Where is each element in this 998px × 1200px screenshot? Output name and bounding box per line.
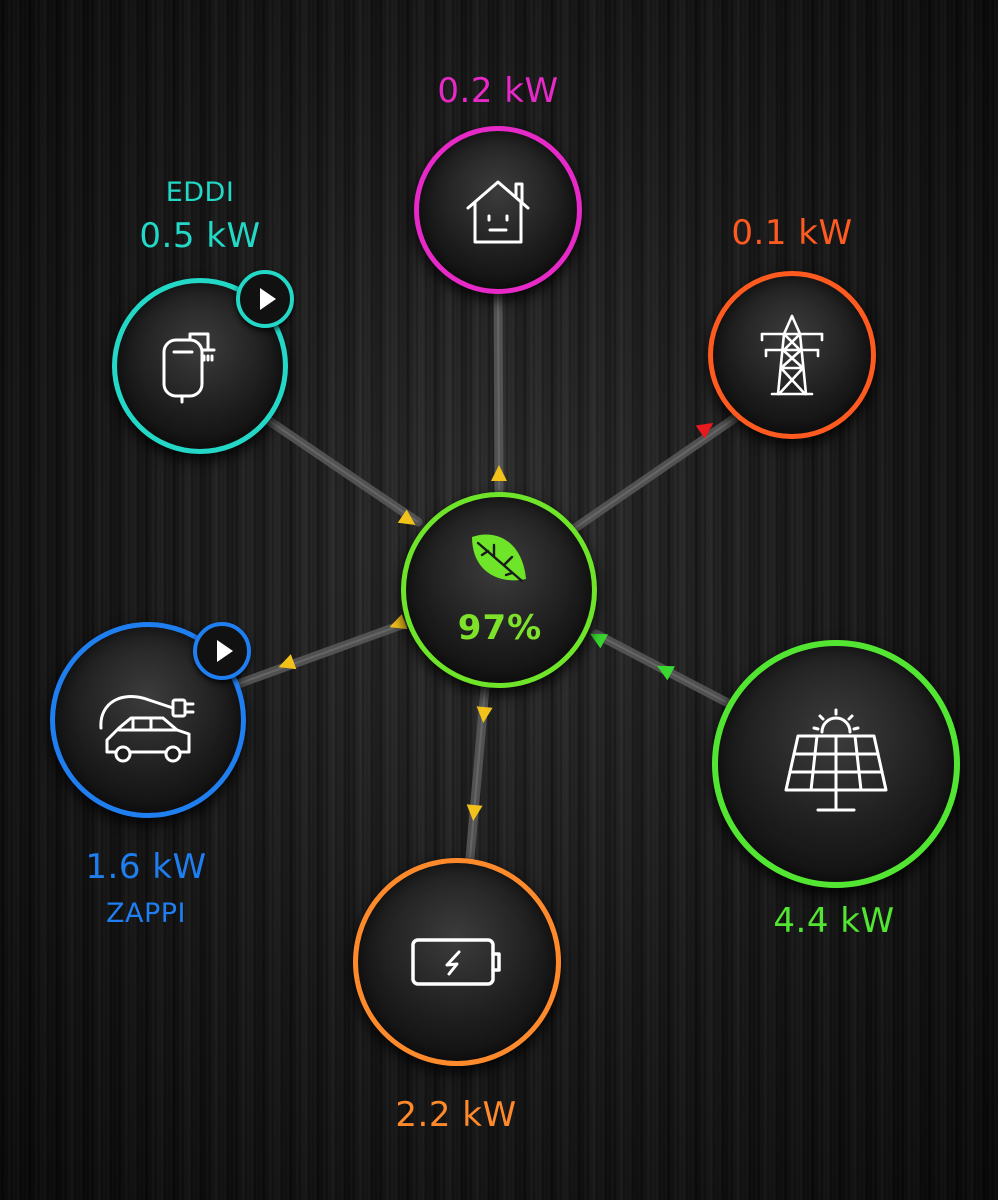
solar-power-label: 4.4 kW xyxy=(773,901,895,941)
flow-arrow-battery-1 xyxy=(476,706,493,723)
play-icon xyxy=(216,640,233,662)
grid-node[interactable] xyxy=(708,271,876,439)
water-heater-icon xyxy=(162,332,216,404)
house-power-label: 0.2 kW xyxy=(437,71,559,111)
play-icon xyxy=(259,288,276,310)
flow-arrow-solar-1 xyxy=(657,665,675,681)
eddi-power-label: 0.5 kW xyxy=(139,216,261,256)
green-percent-value: 97% xyxy=(457,608,543,648)
center-node[interactable] xyxy=(401,492,597,688)
zappi-play-button[interactable] xyxy=(193,622,251,680)
flow-arrow-zappi-2 xyxy=(278,654,297,670)
eddi-play-button[interactable] xyxy=(236,270,294,328)
zappi-name-label: ZAPPI xyxy=(106,898,186,929)
flow-arrow-solar-2 xyxy=(590,633,608,649)
house-icon xyxy=(466,180,530,244)
battery-power-label: 2.2 kW xyxy=(395,1095,517,1135)
flow-arrow-eddi xyxy=(397,509,416,526)
eddi-name-label: EDDI xyxy=(165,177,235,208)
zappi-power-label: 1.6 kW xyxy=(85,847,207,887)
battery-icon xyxy=(411,938,501,986)
solar-panel-icon xyxy=(784,708,888,812)
flow-arrow-zappi-1 xyxy=(389,614,408,630)
pylon-icon xyxy=(760,314,824,396)
flow-arrow-battery-2 xyxy=(466,804,483,821)
zappi-node[interactable] xyxy=(50,622,246,818)
flow-arrow-house xyxy=(491,465,507,481)
leaf-icon xyxy=(472,534,526,583)
grid-power-label: 0.1 kW xyxy=(731,213,853,253)
house-node[interactable] xyxy=(414,126,582,294)
ev-car-charger-icon xyxy=(99,695,195,763)
battery-node[interactable] xyxy=(353,858,561,1066)
solar-node[interactable] xyxy=(712,640,960,888)
flow-arrow-grid xyxy=(695,422,714,439)
